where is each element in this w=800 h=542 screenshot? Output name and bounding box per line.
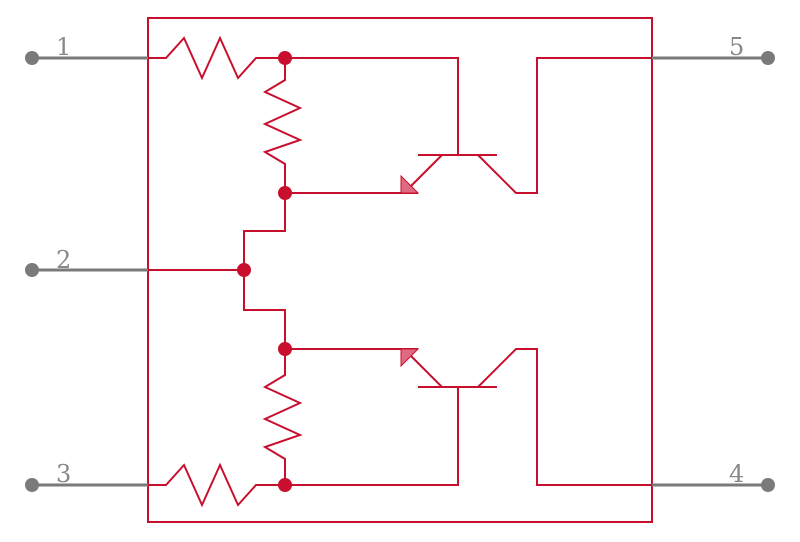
pin-3-label: 3 [56, 460, 72, 488]
resistor-r1 [148, 35, 285, 81]
q2-collector-leg [477, 348, 652, 486]
pin-1-lead [25, 51, 148, 65]
resistor-r3 [262, 349, 303, 485]
pin-2-lead [25, 263, 148, 277]
wire-r1-q1-collector [285, 57, 459, 155]
pin-3-lead [25, 478, 148, 492]
pin-2-label: 2 [56, 246, 72, 274]
junction-dot [278, 186, 292, 200]
junction-dot [237, 263, 251, 277]
wire-r4-q2 [285, 387, 459, 486]
junction-dot [278, 342, 292, 356]
junction-dot [278, 51, 292, 65]
pin-4-label: 4 [729, 460, 745, 488]
pin-5-label: 5 [729, 33, 745, 61]
pin-4-lead [652, 478, 775, 492]
resistor-r2 [262, 58, 303, 193]
pin-1-label: 1 [56, 33, 72, 61]
q2-emitter-arrow [400, 348, 420, 368]
q1-emitter-arrow [400, 174, 420, 194]
resistor-r4 [148, 462, 285, 508]
q1-collector-leg [477, 57, 652, 194]
pin-5-lead [652, 51, 775, 65]
junction-dot [278, 478, 292, 492]
